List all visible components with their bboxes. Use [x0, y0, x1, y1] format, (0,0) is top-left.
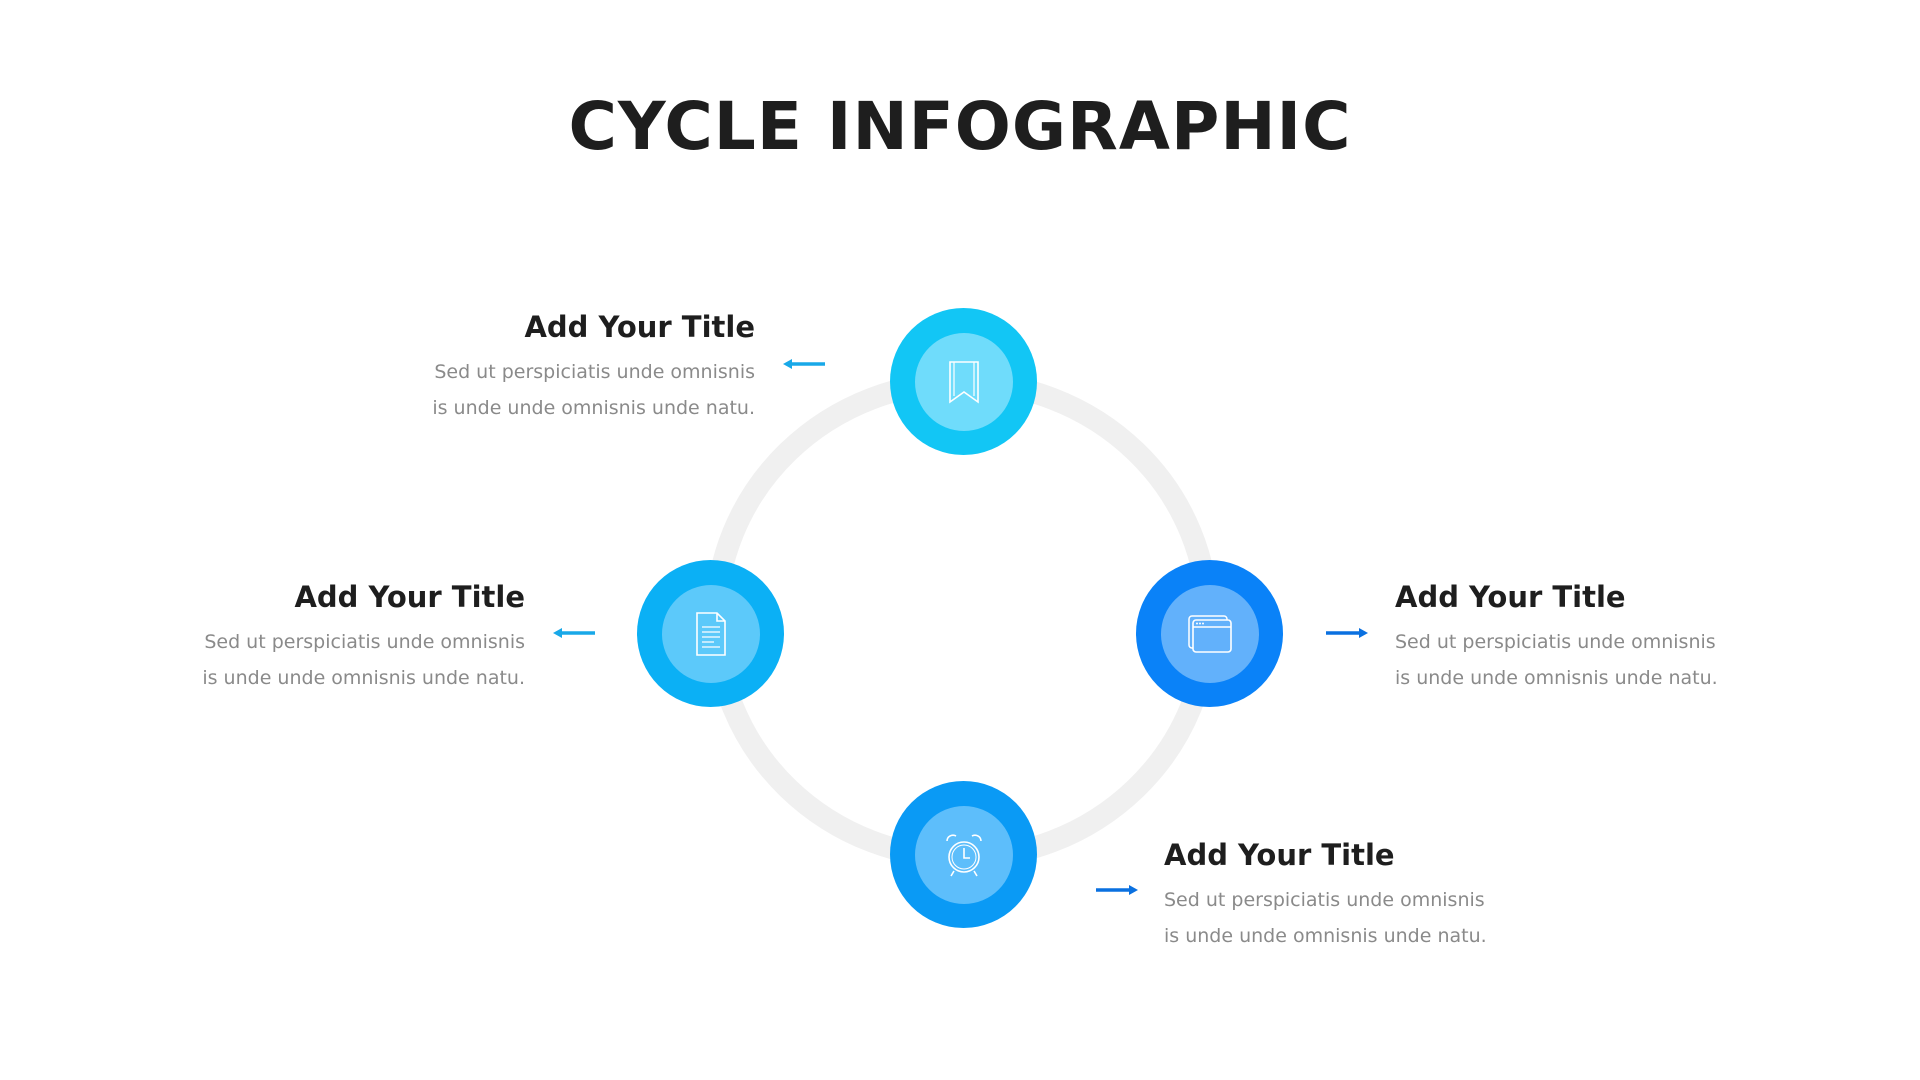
step-desc-line: Sed ut perspiciatis unde omnisnis: [204, 631, 525, 653]
step-desc-line: is unde unde omnisnis unde natu.: [202, 667, 525, 689]
step-desc-line: Sed ut perspiciatis unde omnisnis: [434, 361, 755, 383]
cycle-node-left: [637, 560, 784, 707]
cycle-node-top: [890, 308, 1037, 455]
step-desc-line: is unde unde omnisnis unde natu.: [1395, 667, 1718, 689]
arrow-right-icon: [1096, 885, 1138, 895]
step-title: Add Your Title: [524, 310, 755, 344]
arrow-left-icon: [553, 628, 595, 638]
step-title: Add Your Title: [1395, 580, 1626, 614]
step-desc-line: Sed ut perspiciatis unde omnisnis: [1395, 631, 1716, 653]
document-icon: [661, 584, 760, 683]
step-text-right: Add Your Title Sed ut perspiciatis unde …: [1395, 580, 1815, 696]
step-desc-line: is unde unde omnisnis unde natu.: [432, 397, 755, 419]
step-title: Add Your Title: [1164, 838, 1395, 872]
browser-windows-icon: [1160, 584, 1259, 683]
step-text-bottom: Add Your Title Sed ut perspiciatis unde …: [1164, 838, 1584, 954]
bookmark-icon: [914, 332, 1013, 431]
step-text-left: Add Your Title Sed ut perspiciatis unde …: [105, 580, 525, 696]
cycle-node-bottom: [890, 781, 1037, 928]
arrow-left-icon: [783, 359, 825, 369]
step-desc-line: Sed ut perspiciatis unde omnisnis: [1164, 889, 1485, 911]
arrow-right-icon: [1326, 628, 1368, 638]
alarm-clock-icon: [914, 805, 1013, 904]
step-desc-line: is unde unde omnisnis unde natu.: [1164, 925, 1487, 947]
step-title: Add Your Title: [294, 580, 525, 614]
page-title: CYCLE INFOGRAPHIC: [568, 88, 1352, 165]
cycle-node-right: [1136, 560, 1283, 707]
step-text-top: Add Your Title Sed ut perspiciatis unde …: [335, 310, 755, 426]
